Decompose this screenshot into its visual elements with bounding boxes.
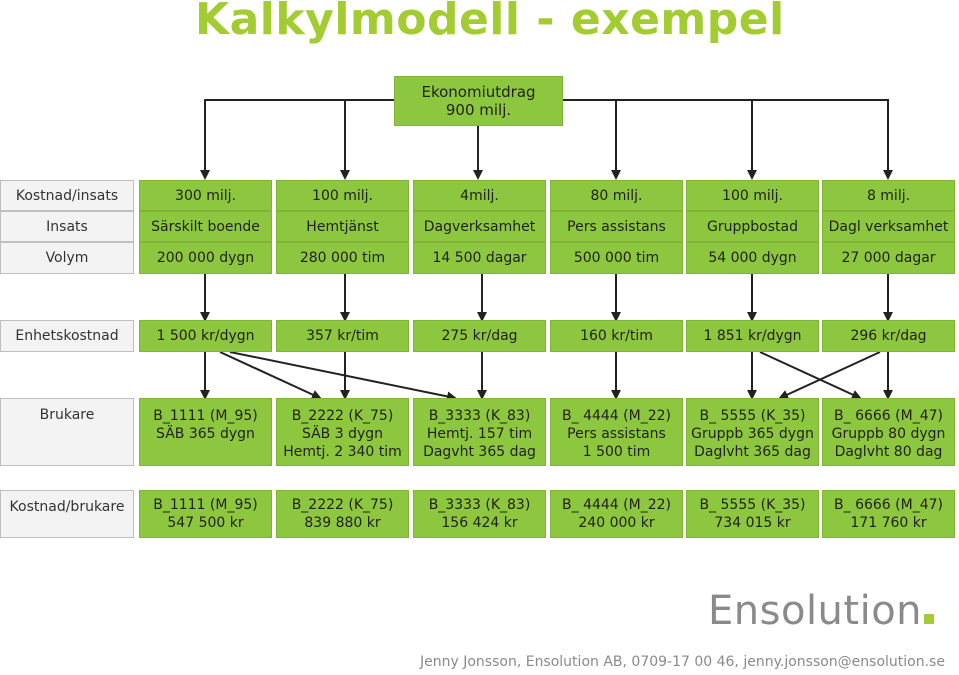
- kostnad-insats-row: 300 milj. 100 milj. 4milj. 80 milj. 100 …: [0, 180, 959, 211]
- volym-cell: 280 000 tim: [276, 242, 409, 274]
- volym-cell: 500 000 tim: [550, 242, 683, 274]
- row-label-kostnad-insats: Kostnad/insats: [0, 180, 134, 211]
- kostnad-brukare-cell: B_3333 (K_83) 156 424 kr: [413, 490, 546, 538]
- enhetskostnad-cell: 160 kr/tim: [550, 320, 683, 352]
- ekonomiutdrag-box: Ekonomiutdrag 900 milj.: [394, 76, 563, 126]
- kostnad-insats-cell: 100 milj.: [276, 180, 409, 211]
- volym-cell: 14 500 dagar: [413, 242, 546, 274]
- insats-row: Särskilt boende Hemtjänst Dagverksamhet …: [0, 211, 959, 242]
- kostnad-brukare-cell: B_ 4444 (M_22) 240 000 kr: [550, 490, 683, 538]
- insats-cell: Dagverksamhet: [413, 211, 546, 242]
- brukare-cell: B_ 4444 (M_22) Pers assistans 1 500 tim: [550, 398, 683, 466]
- ensolution-logo: Ensolution: [708, 588, 935, 634]
- insats-cell: Pers assistans: [550, 211, 683, 242]
- kostnad-insats-cell: 100 milj.: [686, 180, 819, 211]
- kostnad-insats-cell: 8 milj.: [822, 180, 955, 211]
- brukare-cell: B_ 6666 (M_47) Gruppb 80 dygn Daglvht 80…: [822, 398, 955, 466]
- enhetskostnad-cell: 357 kr/tim: [276, 320, 409, 352]
- enhetskostnad-cell: 1 851 kr/dygn: [686, 320, 819, 352]
- brukare-cell: B_3333 (K_83) Hemtj. 157 tim Dagvht 365 …: [413, 398, 546, 466]
- brukare-cell: B_ 5555 (K_35) Gruppb 365 dygn Daglvht 3…: [686, 398, 819, 466]
- kostnad-brukare-cell: B_ 5555 (K_35) 734 015 kr: [686, 490, 819, 538]
- kostnad-brukare-cell: B_ 6666 (M_47) 171 760 kr: [822, 490, 955, 538]
- insats-cell: Dagl verksamhet: [822, 211, 955, 242]
- row-label-brukare: Brukare: [0, 398, 134, 466]
- insats-cell: Särskilt boende: [139, 211, 272, 242]
- kostnad-brukare-cell: B_1111 (M_95) 547 500 kr: [139, 490, 272, 538]
- insats-cell: Gruppbostad: [686, 211, 819, 242]
- row-label-insats: Insats: [0, 211, 134, 242]
- insats-cell: Hemtjänst: [276, 211, 409, 242]
- volym-cell: 200 000 dygn: [139, 242, 272, 274]
- volym-cell: 27 000 dagar: [822, 242, 955, 274]
- row-label-volym: Volym: [0, 242, 134, 274]
- enhetskostnad-row: 1 500 kr/dygn 357 kr/tim 275 kr/dag 160 …: [0, 320, 959, 352]
- enhetskostnad-cell: 275 kr/dag: [413, 320, 546, 352]
- brukare-cell: B_2222 (K_75) SÄB 3 dygn Hemtj. 2 340 ti…: [276, 398, 409, 466]
- volym-cell: 54 000 dygn: [686, 242, 819, 274]
- logo-dot-icon: [924, 614, 935, 624]
- enhetskostnad-cell: 1 500 kr/dygn: [139, 320, 272, 352]
- kostnad-brukare-cell: B_2222 (K_75) 839 880 kr: [276, 490, 409, 538]
- brukare-cell: B_1111 (M_95) SÄB 365 dygn: [139, 398, 272, 466]
- row-label-enhetskostnad: Enhetskostnad: [0, 320, 134, 352]
- footer-contact: Jenny Jonsson, Ensolution AB, 0709-17 00…: [420, 654, 945, 670]
- kostnad-insats-cell: 300 milj.: [139, 180, 272, 211]
- page-title: Kalkylmodell - exempel: [195, 0, 785, 45]
- brukare-row: B_1111 (M_95) SÄB 365 dygn B_2222 (K_75)…: [0, 398, 959, 466]
- kostnad-insats-cell: 80 milj.: [550, 180, 683, 211]
- kostnad-brukare-row: B_1111 (M_95) 547 500 kr B_2222 (K_75) 8…: [0, 490, 959, 538]
- row-label-kostnad-brukare: Kostnad/brukare: [0, 490, 134, 538]
- kostnad-insats-cell: 4milj.: [413, 180, 546, 211]
- volym-row: 200 000 dygn 280 000 tim 14 500 dagar 50…: [0, 242, 959, 274]
- enhetskostnad-cell: 296 kr/dag: [822, 320, 955, 352]
